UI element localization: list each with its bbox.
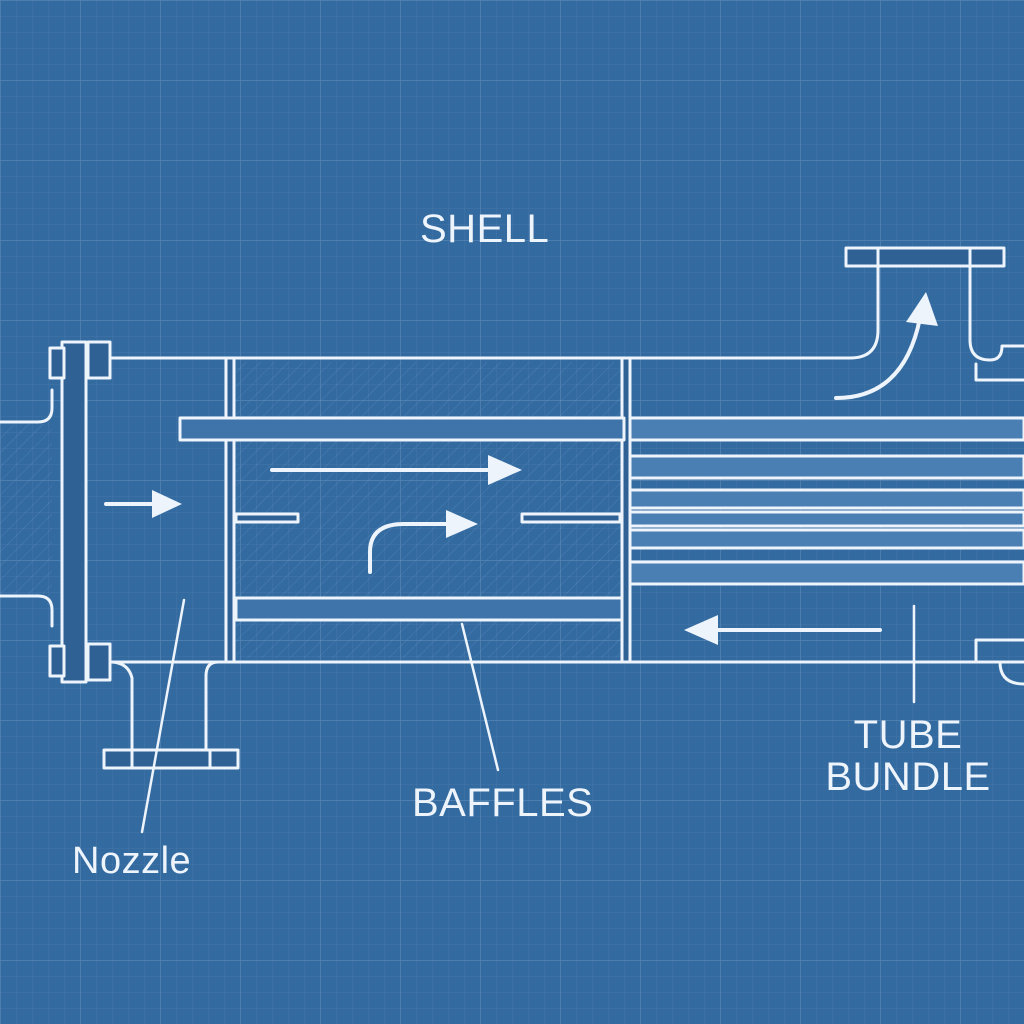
tube-bundle-label-line1: TUBE (853, 713, 963, 757)
baffles-label: BAFFLES (412, 781, 594, 825)
outlet-nozzle (844, 246, 1024, 382)
outlet-curved-arrow (834, 292, 938, 400)
tube-sheets (224, 356, 632, 664)
inlet-pipe (0, 388, 54, 628)
nozzle-label: Nozzle (72, 840, 192, 882)
bottom-nozzle (102, 660, 240, 770)
tube-bundle (628, 416, 1024, 586)
return-flow-arrow (684, 615, 882, 645)
left-flange (48, 340, 112, 684)
baffle-stubs (234, 512, 622, 524)
tube-bundle-label-line2: BUNDLE (825, 755, 991, 799)
shell-label: SHELL (420, 207, 550, 251)
tube-bundle-label: TUBE BUNDLE (818, 714, 998, 798)
inlet-flow-arrow (104, 490, 182, 518)
curved-flow-arrow (368, 510, 478, 574)
shell-side-flow-arrow (270, 455, 522, 485)
leader-lines (140, 598, 916, 834)
right-bottom-flange (974, 638, 1024, 686)
center-tubes (178, 416, 626, 622)
